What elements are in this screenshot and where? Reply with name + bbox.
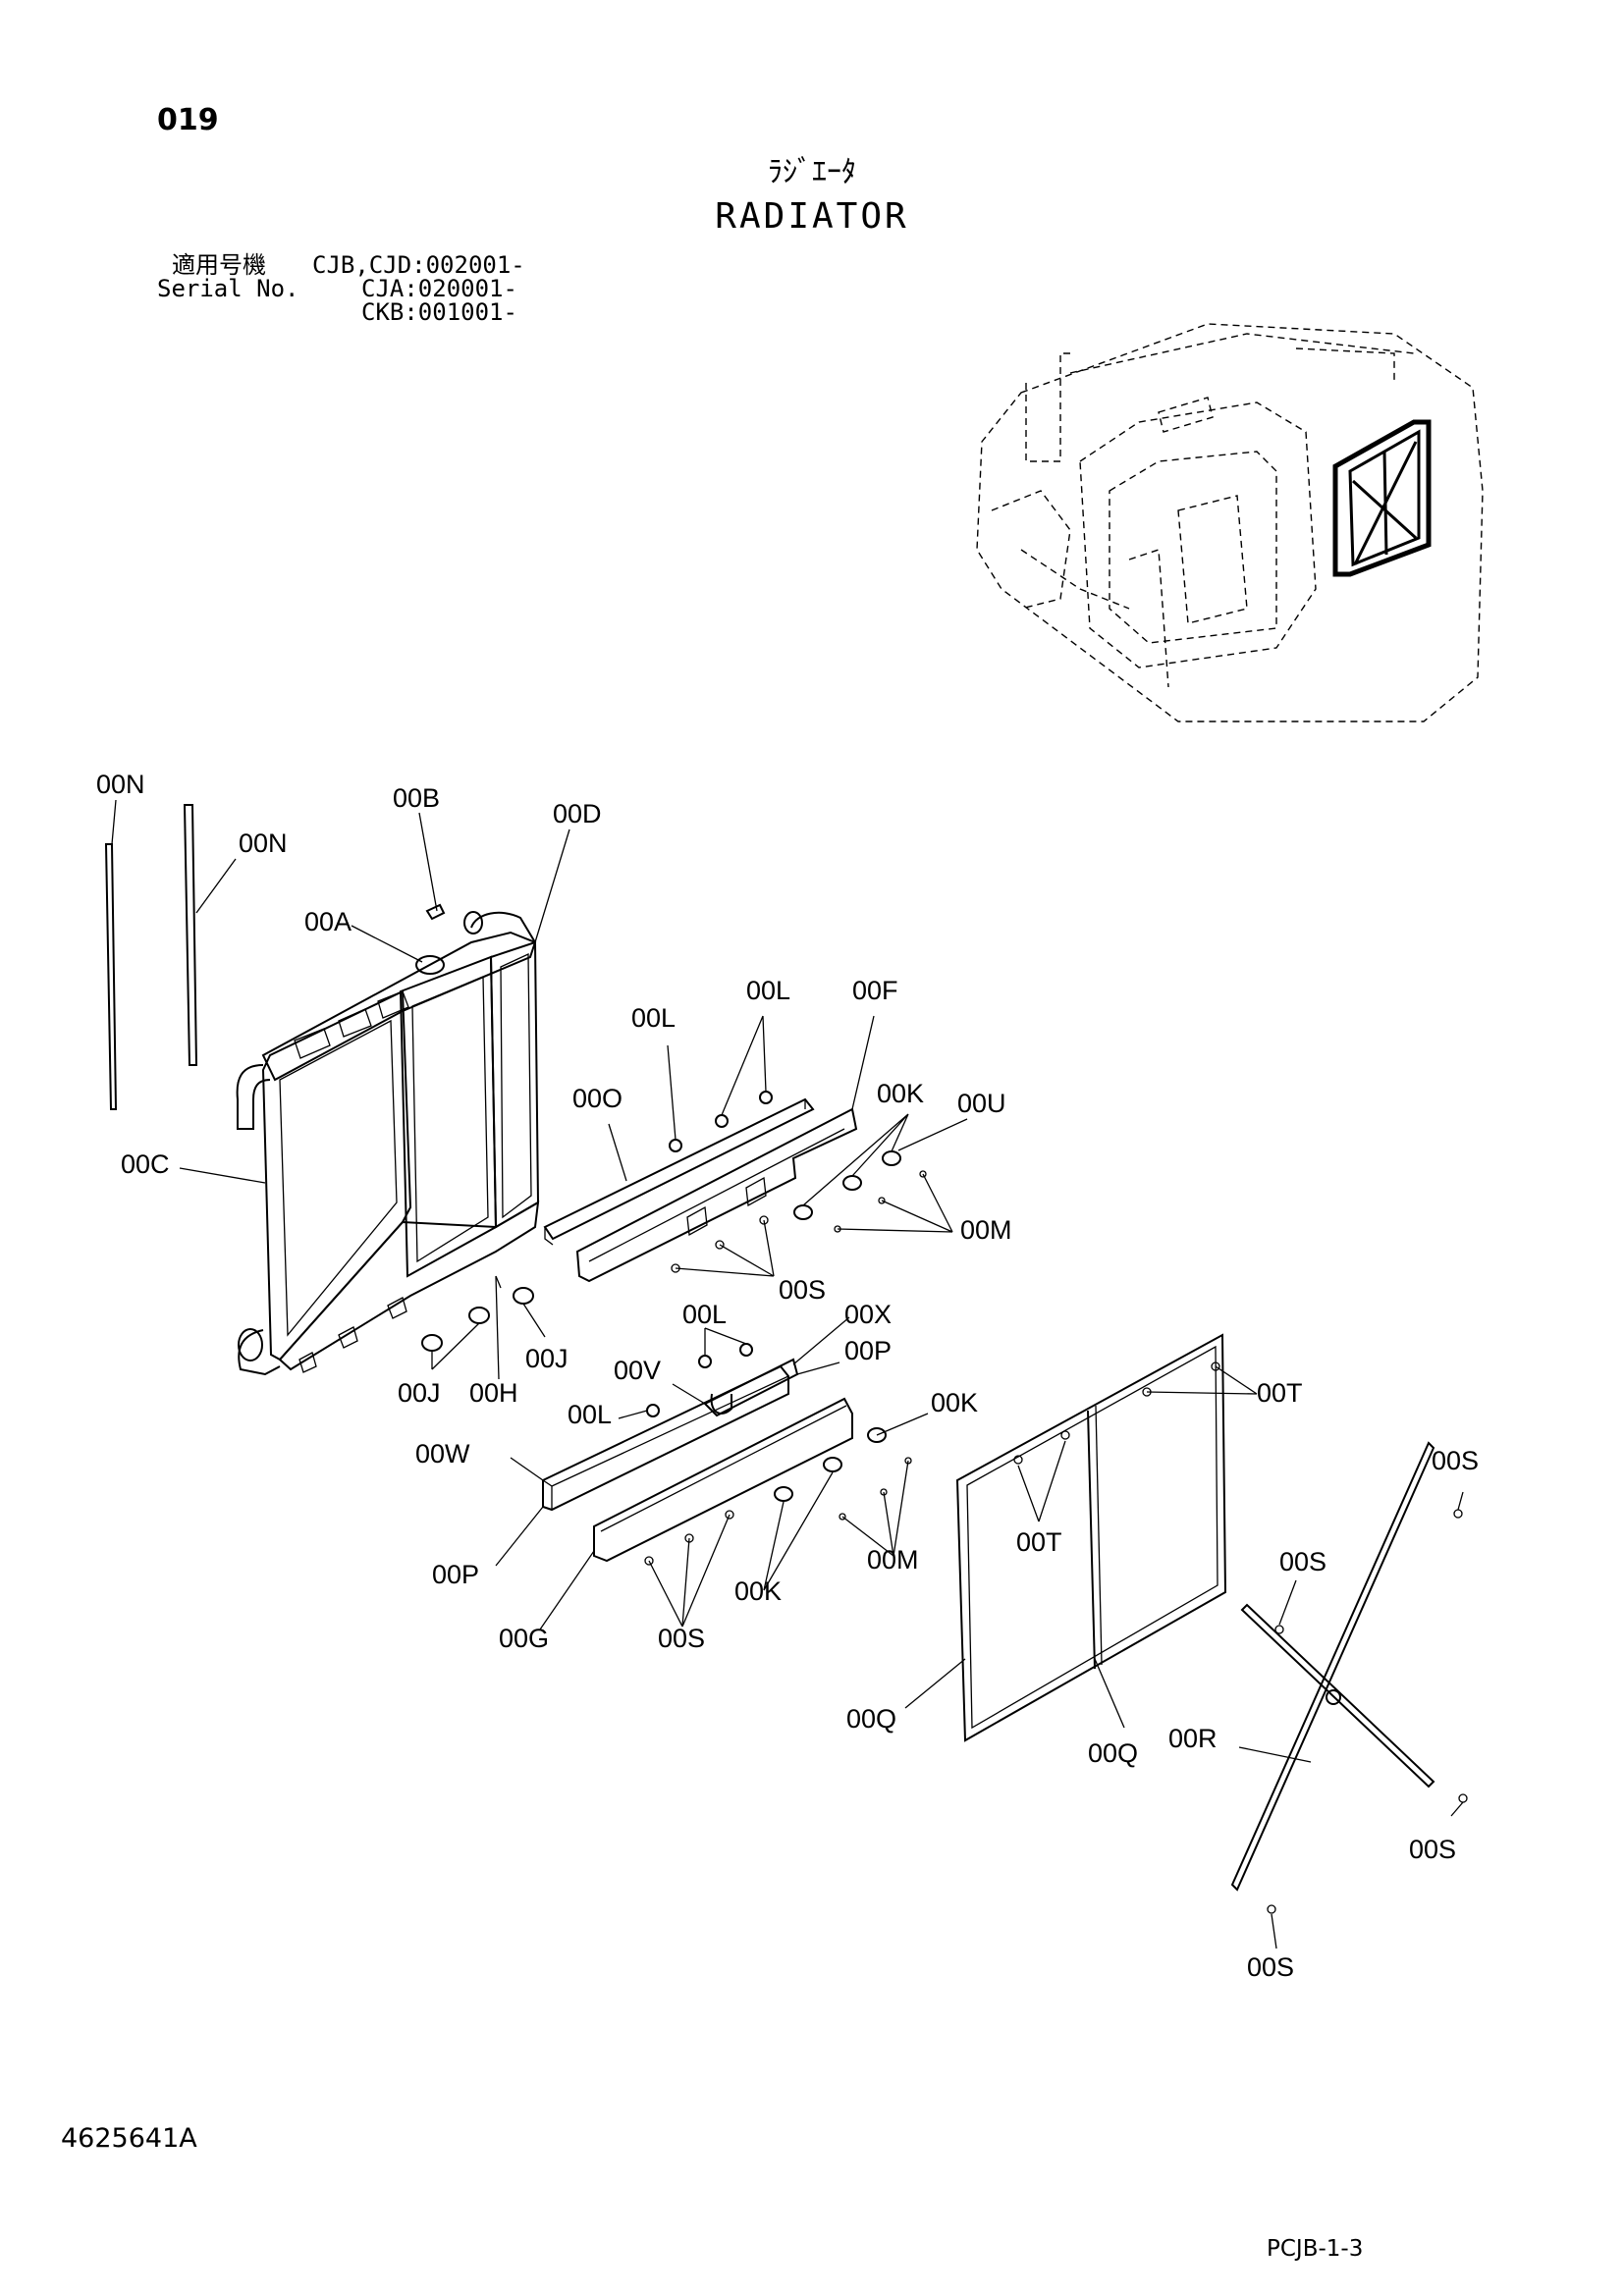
serial-range-3: CKB:001001-: [361, 298, 517, 326]
callout-00c: 00C: [121, 1149, 170, 1179]
title-japanese: ﾗｼﾞｴｰﾀ: [768, 155, 856, 189]
callout-labels: 00N 00N 00B 00D 00A 00C 00J 00H 00J 00L …: [96, 770, 1479, 1982]
seal-strip-n-left: [104, 843, 118, 1110]
callout-00d: 00D: [553, 799, 602, 828]
machine-location-inset: [976, 323, 1484, 722]
callout-00q-1: 00Q: [846, 1704, 896, 1734]
screen-frame: [955, 1333, 1227, 1742]
callout-00l-2: 00L: [746, 976, 790, 1005]
callout-00v: 00V: [614, 1356, 661, 1385]
callout-00o: 00O: [572, 1084, 623, 1113]
callout-00k-3: 00K: [734, 1576, 782, 1606]
callout-00s-2: 00S: [658, 1624, 705, 1653]
callout-00u: 00U: [957, 1089, 1006, 1118]
callout-00f: 00F: [852, 976, 898, 1005]
callout-00t-2: 00T: [1016, 1527, 1062, 1557]
callout-00g: 00G: [499, 1624, 549, 1653]
callout-00s-3: 00S: [1432, 1446, 1479, 1475]
callout-00h: 00H: [469, 1378, 518, 1408]
callout-00p-2: 00P: [432, 1560, 479, 1589]
callout-00n-1: 00N: [96, 770, 145, 799]
serial-label: Serial No.: [157, 275, 299, 302]
callout-00r: 00R: [1168, 1724, 1218, 1753]
seal-strip-n-right: [183, 804, 198, 1066]
document-id: 4625641A: [61, 2123, 197, 2154]
serial-range-1: CJB,CJD:002001-: [312, 251, 525, 279]
callout-00k-2: 00K: [931, 1388, 978, 1417]
callout-00s-4: 00S: [1279, 1547, 1326, 1576]
callout-00n-2: 00N: [239, 828, 288, 858]
callout-00l-4: 00L: [568, 1400, 612, 1429]
callout-00m-1: 00M: [960, 1215, 1012, 1245]
serial-label-japanese: 適用号機: [172, 251, 266, 279]
page-title: RADIATOR: [715, 196, 909, 237]
callout-00k-1: 00K: [877, 1079, 924, 1108]
callout-00t-1: 00T: [1257, 1378, 1303, 1408]
callout-00w: 00W: [415, 1439, 470, 1468]
sheet-id: PCJB-1-3: [1267, 2236, 1364, 2262]
callout-00s-5: 00S: [1409, 1835, 1456, 1864]
callout-00a: 00A: [304, 907, 352, 936]
radiator-core: [236, 903, 540, 1376]
callout-00j-2: 00J: [525, 1344, 568, 1373]
callout-00l-3: 00L: [682, 1300, 727, 1329]
callout-00s-6: 00S: [1247, 1952, 1294, 1982]
callout-00j-1: 00J: [398, 1378, 441, 1408]
callout-00q-2: 00Q: [1088, 1738, 1138, 1768]
radiator-location-highlight: [1332, 419, 1432, 577]
callout-00b: 00B: [393, 783, 440, 813]
callout-00x: 00X: [844, 1300, 892, 1329]
callout-00s-1: 00S: [779, 1275, 826, 1305]
callout-00p-1: 00P: [844, 1336, 892, 1365]
cross-brace: [1230, 1441, 1468, 1914]
lower-bracket-assembly: [542, 1343, 912, 1566]
callout-00l-1: 00L: [631, 1003, 676, 1033]
leader-lines: [111, 799, 1464, 1949]
callout-00m-2: 00M: [867, 1545, 919, 1575]
serial-range-2: CJA:020001-: [361, 275, 517, 302]
page-number: 019: [157, 103, 219, 137]
upper-bracket-assembly: [543, 1091, 927, 1283]
